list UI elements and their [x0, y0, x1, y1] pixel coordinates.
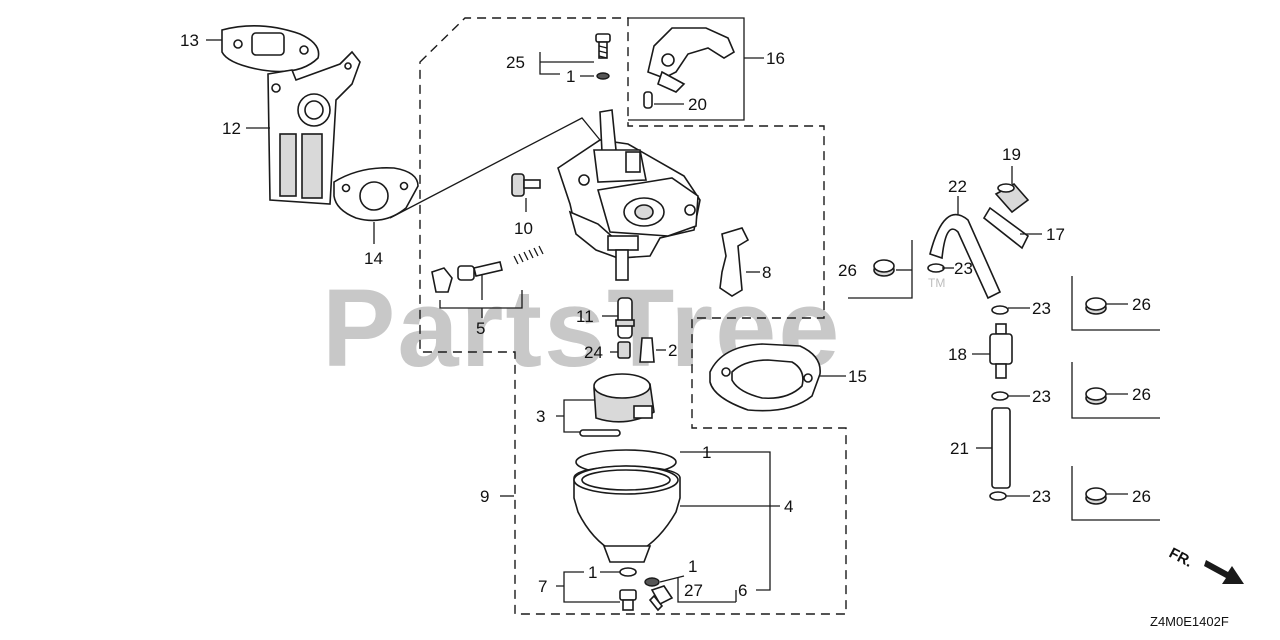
part-1-washer-bolt[interactable] [644, 577, 660, 587]
diagram-code: Z4M0E1402F [1150, 614, 1229, 629]
callout-2[interactable]: 2 [668, 341, 677, 360]
callout-12[interactable]: 12 [222, 119, 241, 138]
callout-8[interactable]: 8 [762, 263, 771, 282]
part-3-float-pin[interactable] [579, 429, 621, 437]
part-7-drain-screw[interactable] [619, 589, 637, 611]
callout-1-drain[interactable]: 1 [588, 563, 597, 582]
part-10-screw[interactable] [511, 173, 541, 197]
callout-1-bolt[interactable]: 1 [688, 557, 697, 576]
part-25-screw[interactable] [595, 33, 611, 59]
part-12-insulator-plate[interactable] [267, 50, 361, 205]
front-direction-indicator: FR. [1166, 545, 1244, 584]
callout-26-a[interactable]: 26 [838, 261, 857, 280]
callout-18[interactable]: 18 [948, 345, 967, 364]
part-26-frame-c [1071, 362, 1160, 419]
part-3-float[interactable] [593, 373, 655, 423]
callout-22[interactable]: 22 [948, 177, 967, 196]
callout-4[interactable]: 4 [784, 497, 793, 516]
carburetor-body[interactable] [557, 109, 701, 281]
callout-labels: 13 12 14 25 1 16 20 10 5 8 11 24 2 15 3 … [180, 31, 1151, 600]
callout-24[interactable]: 24 [584, 343, 603, 362]
callout-16[interactable]: 16 [766, 49, 785, 68]
part-23-clip-d[interactable] [989, 491, 1007, 501]
part-26-frame-b [1071, 276, 1160, 331]
callout-10[interactable]: 10 [514, 219, 533, 238]
part-24-main-jet[interactable] [617, 341, 631, 359]
part-13-gasket[interactable] [221, 25, 320, 73]
callout-23-d[interactable]: 23 [1032, 487, 1051, 506]
callout-5[interactable]: 5 [476, 319, 485, 338]
callout-26-d[interactable]: 26 [1132, 487, 1151, 506]
part-15-gasket[interactable] [709, 343, 821, 412]
part-16-inset-frame [628, 17, 745, 121]
part-26-clamp-a[interactable] [873, 259, 895, 277]
part-26-frame-d [1071, 466, 1160, 521]
callout-7[interactable]: 7 [538, 577, 547, 596]
trademark-mark: TM [928, 276, 945, 290]
part-27-bowl-bolt[interactable] [648, 585, 674, 612]
callout-11[interactable]: 11 [576, 307, 594, 326]
callout-25[interactable]: 25 [506, 53, 525, 72]
callout-14[interactable]: 14 [364, 249, 383, 268]
part-26-clamp-b[interactable] [1085, 297, 1107, 315]
part-26-clamp-d[interactable] [1085, 487, 1107, 505]
part-23-clip-c[interactable] [991, 391, 1009, 401]
part-14-gasket[interactable] [333, 166, 419, 222]
callout-1-bowl[interactable]: 1 [702, 443, 711, 462]
callout-23-a[interactable]: 23 [954, 259, 973, 278]
part-16-choke-lever[interactable] [647, 27, 736, 93]
leader-lines [206, 39, 1128, 603]
part-4-float-bowl[interactable] [573, 465, 681, 563]
callout-21[interactable]: 21 [950, 439, 969, 458]
part-21-fuel-tube[interactable] [991, 407, 1011, 489]
callout-3[interactable]: 3 [536, 407, 545, 426]
callout-20[interactable]: 20 [688, 95, 707, 114]
part-2-float-valve[interactable] [639, 337, 655, 363]
callout-23-c[interactable]: 23 [1032, 387, 1051, 406]
callout-13[interactable]: 13 [180, 31, 199, 50]
callout-17[interactable]: 17 [1046, 225, 1065, 244]
part-23-clip-b[interactable] [991, 305, 1009, 315]
callout-19[interactable]: 19 [1002, 145, 1021, 164]
callout-26-b[interactable]: 26 [1132, 295, 1151, 314]
part-1-washer-drain[interactable] [619, 567, 637, 577]
part-23-clip-a[interactable] [927, 263, 945, 273]
part-8-throttle-stop-bracket[interactable] [719, 227, 750, 297]
part-18-fuel-filter[interactable] [989, 323, 1013, 379]
direction-label: FR. [1166, 545, 1195, 571]
part-19-fuel-joint[interactable] [994, 182, 1030, 214]
part-1-washer-top[interactable] [596, 72, 610, 80]
part-26-frame-a [848, 240, 913, 299]
callout-6[interactable]: 6 [738, 581, 747, 600]
callout-27[interactable]: 27 [684, 581, 703, 600]
part-22-fuel-tube[interactable] [929, 213, 1002, 300]
part-17-fuel-hose-short[interactable] [982, 206, 1030, 250]
callout-26-c[interactable]: 26 [1132, 385, 1151, 404]
part-5-pilot-screw-set[interactable] [431, 245, 544, 293]
callout-23-b[interactable]: 23 [1032, 299, 1051, 318]
callout-15[interactable]: 15 [848, 367, 867, 386]
part-11-main-nozzle[interactable] [615, 297, 635, 339]
part-20-pin[interactable] [643, 91, 653, 109]
callout-1-top[interactable]: 1 [566, 67, 575, 86]
part-26-clamp-c[interactable] [1085, 387, 1107, 405]
direction-arrow-icon [1204, 560, 1244, 584]
carburetor-assembly-boundary [419, 17, 847, 615]
callout-9[interactable]: 9 [480, 487, 489, 506]
